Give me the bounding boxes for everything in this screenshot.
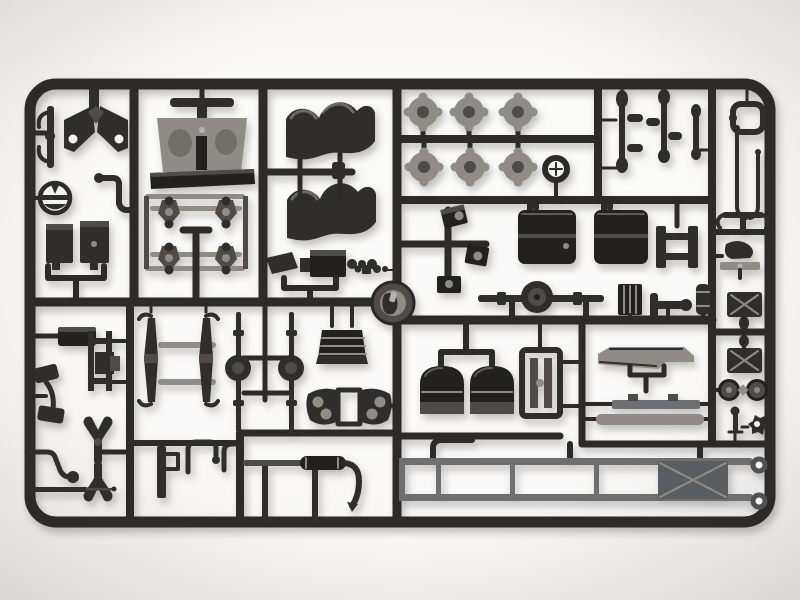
seat-half-lower (287, 183, 376, 241)
hub-disc (450, 147, 490, 187)
flower-discs (403, 92, 538, 187)
star-nut (740, 415, 772, 435)
tee-bolt (650, 293, 692, 322)
finial-rod (691, 104, 701, 160)
hood-panel (598, 347, 694, 394)
fender-half (420, 366, 464, 414)
winch-drum (370, 280, 416, 326)
thin-rods (734, 125, 761, 220)
ladder-bracket (88, 331, 132, 391)
knuckle-plate (306, 388, 336, 425)
finial-rods (596, 86, 714, 173)
lamp-housings (393, 204, 490, 293)
runner-grid (25, 79, 774, 527)
fender-half (470, 366, 514, 414)
exhaust-pipe (243, 456, 362, 523)
segmented-shaft (354, 265, 398, 274)
axle-shaft (225, 312, 251, 432)
fork-wrench (83, 416, 113, 464)
fork-wrenches (83, 416, 133, 502)
windscreen-panel (150, 85, 255, 189)
leaf-spring (215, 242, 237, 275)
fender-halves (420, 317, 514, 414)
axle-shaft (278, 312, 304, 432)
door-frame (519, 318, 584, 419)
cylinder-tank (518, 210, 576, 264)
x-panel-upper (727, 292, 762, 334)
long-spring (199, 312, 220, 408)
lamp-box (464, 244, 490, 267)
hub-disc (498, 147, 538, 187)
ribbed-box (618, 284, 642, 322)
h-bracket (656, 197, 698, 268)
pulley-wheel (28, 180, 73, 216)
corner-ring (729, 86, 772, 135)
radiator-core (316, 300, 368, 364)
lamp-box (437, 276, 461, 293)
ladder-frame (399, 437, 768, 510)
needle-rod (30, 486, 117, 492)
knuckle-plate (362, 388, 392, 425)
hub-disc (498, 92, 538, 132)
leaf-spring-set (144, 194, 248, 306)
starting-crank (94, 173, 138, 214)
hook-bracket (27, 106, 55, 168)
cylinder-tank (594, 210, 648, 264)
finial-rod (616, 90, 643, 173)
finial-rod (646, 89, 682, 163)
rear-axle (478, 281, 604, 323)
canister (696, 284, 710, 322)
leaf-spring (215, 196, 237, 229)
hub-disc (404, 147, 444, 187)
pedal-set (28, 363, 65, 424)
axle-shafts (225, 299, 304, 432)
crank-rod (27, 449, 79, 483)
driver-seat (710, 240, 760, 280)
long-spring (137, 312, 158, 408)
spoked-ring (542, 155, 570, 202)
hub-disc (403, 92, 443, 132)
step-brackets (157, 439, 243, 498)
hub-disc (449, 92, 489, 132)
lamp-post (727, 406, 744, 442)
storage-block (27, 327, 96, 346)
running-boards (580, 394, 714, 425)
steering-knuckles (306, 387, 400, 427)
seat-runner (259, 151, 356, 201)
cylinder-tanks (518, 197, 648, 264)
x-panel-lower (727, 330, 762, 373)
leaf-spring (158, 196, 180, 229)
fork-wrench (83, 462, 113, 502)
headlight-pair (710, 379, 772, 401)
leaf-spring (158, 242, 180, 275)
engine-mount-bracket (64, 88, 128, 152)
seat-half-upper (286, 102, 375, 160)
tank-box-pair (45, 221, 109, 305)
lamp-box (440, 204, 468, 229)
vertical-springs (137, 300, 220, 408)
engine-assembly (266, 250, 377, 305)
hook-tee (715, 212, 771, 232)
